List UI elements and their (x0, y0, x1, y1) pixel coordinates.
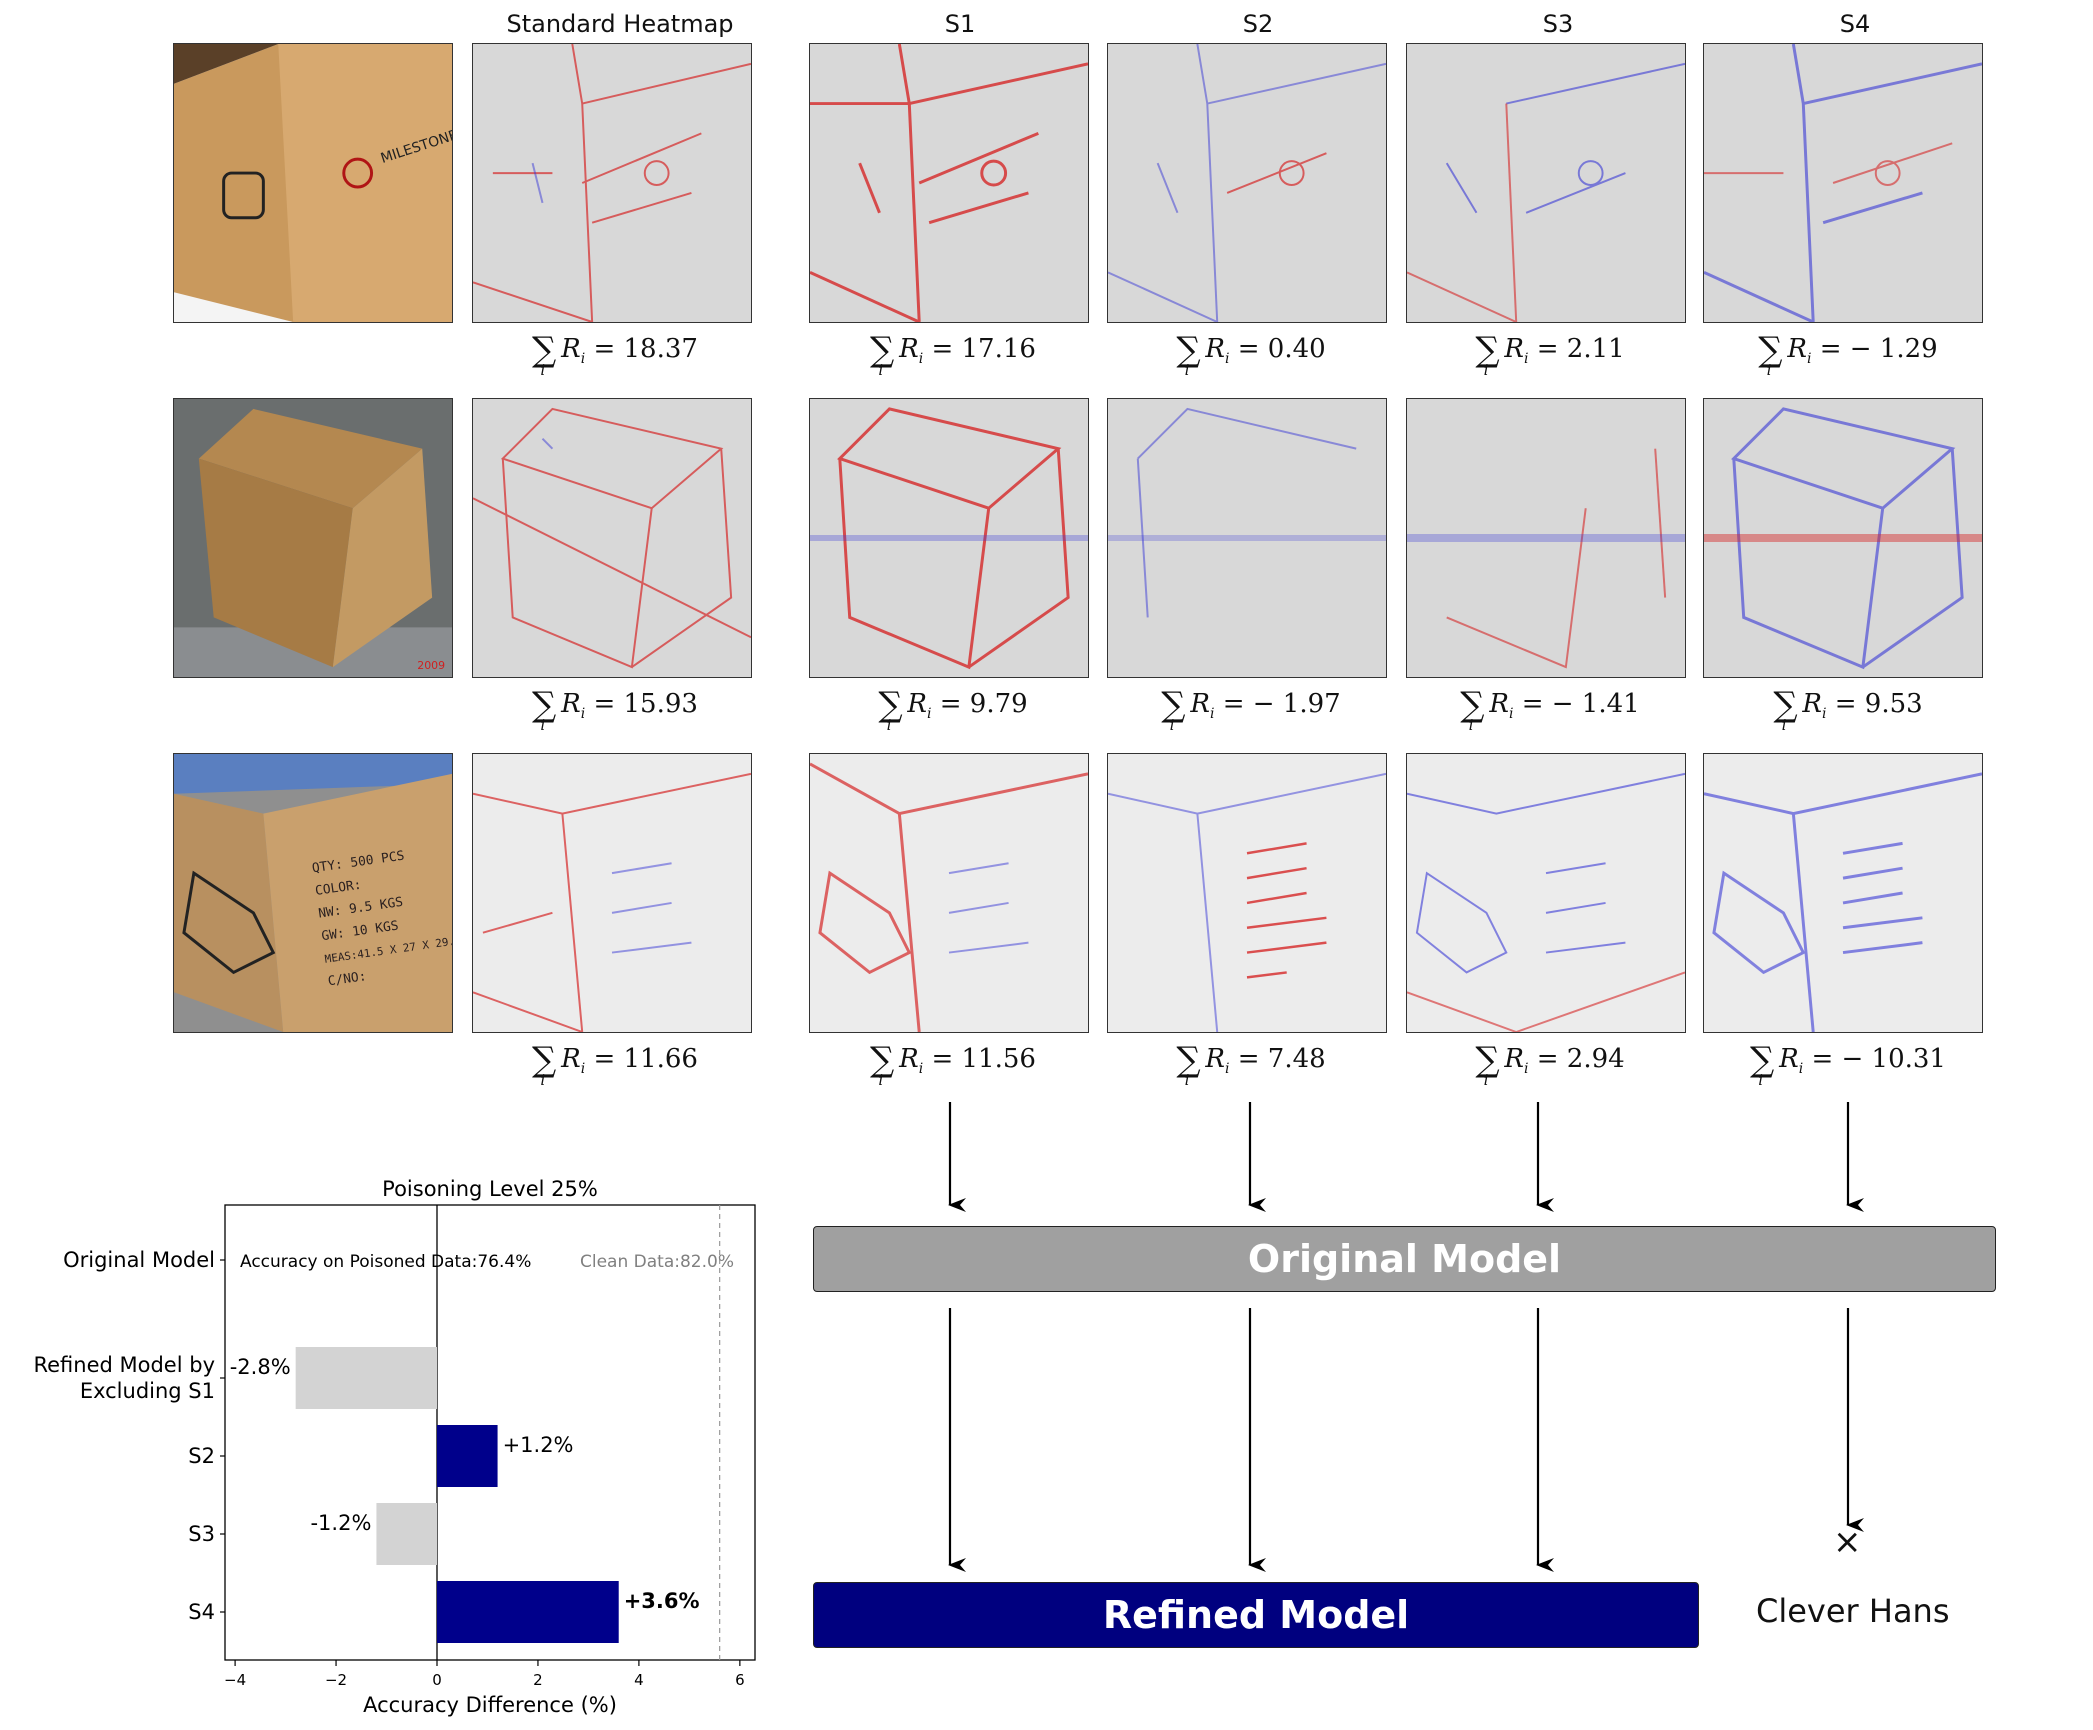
header-standard-heatmap: Standard Heatmap (506, 10, 734, 38)
clean-accuracy-annotation: Clean Data:82.0% (580, 1252, 734, 1272)
heatmap-r2-s2 (1107, 398, 1387, 678)
x-tick-label: −4 (224, 1671, 246, 1689)
header-s1: S1 (944, 10, 976, 38)
sum-r2-s3: ∑iRi = − 1.41 (1460, 685, 1640, 734)
sum-r3-s1: ∑iRi = 11.56 (870, 1040, 1036, 1089)
heatmap-r3-s2 (1107, 753, 1387, 1033)
sum-r1-s2: ∑iRi = 0.40 (1176, 330, 1326, 379)
heatmap-r2-s4 (1703, 398, 1983, 678)
x-axis-label: Accuracy Difference (%) (363, 1693, 617, 1717)
chart-title: Poisoning Level 25% (382, 1177, 598, 1201)
heatmap-r1-s2 (1107, 43, 1387, 323)
bar-1 (295, 1347, 437, 1409)
heatmap-r1-s3 (1406, 43, 1686, 323)
sum-r2-s2: ∑iRi = − 1.97 (1161, 685, 1341, 734)
accuracy-bar-chart: Poisoning Level 25% Original ModelRefine… (33, 1177, 756, 1717)
bar-value-label: +1.2% (503, 1433, 574, 1457)
heatmap-r1-s1 (809, 43, 1089, 323)
heatmap-r2-s1 (809, 398, 1089, 678)
header-s4: S4 (1839, 10, 1871, 38)
bar-3 (376, 1503, 437, 1565)
sum-r3-s4: ∑iRi = − 10.31 (1750, 1040, 1946, 1089)
svg-text:C/NO:: C/NO: (327, 969, 368, 989)
y-tick-label: S2 (188, 1444, 215, 1468)
y-tick-label: Original Model (63, 1248, 215, 1272)
heatmap-r1-s4 (1703, 43, 1983, 323)
photo-box-3: QTY: 500 PCS COLOR: NW: 9.5 KGS GW: 10 K… (173, 753, 453, 1033)
sum-r1-s1: ∑iRi = 17.16 (870, 330, 1036, 379)
y-tick-label: S3 (188, 1522, 215, 1546)
bar-value-label: -1.2% (310, 1511, 371, 1535)
plot-frame (224, 1204, 756, 1661)
svg-text:COLOR:: COLOR: (314, 878, 362, 899)
photo-box-2: 2009 (173, 398, 453, 678)
header-s3: S3 (1542, 10, 1574, 38)
bar-4 (437, 1581, 619, 1643)
sum-r1-s4: ∑iRi = − 1.29 (1758, 330, 1938, 379)
bar-value-label: -2.8% (230, 1355, 291, 1379)
clever-hans-label: Clever Hans (1756, 1592, 1950, 1630)
sum-r3-s3: ∑iRi = 2.94 (1475, 1040, 1625, 1089)
heatmap-r2-s3 (1406, 398, 1686, 678)
sum-r2-standard: ∑iRi = 15.93 (532, 685, 698, 734)
header-s2: S2 (1242, 10, 1274, 38)
y-tick-label: S4 (188, 1600, 215, 1624)
heatmap-r3-standard (472, 753, 752, 1033)
bar-2 (437, 1425, 498, 1487)
heatmap-r3-s4 (1703, 753, 1983, 1033)
x-tick-label: −2 (325, 1671, 347, 1689)
sum-r1-s3: ∑iRi = 2.11 (1475, 330, 1625, 379)
sum-r2-s4: ∑iRi = 9.53 (1773, 685, 1923, 734)
heatmap-r2-standard (472, 398, 752, 678)
sum-r1-standard: ∑iRi = 18.37 (532, 330, 698, 379)
original-model-box: Original Model (813, 1226, 1996, 1292)
refined-model-box: Refined Model (813, 1582, 1699, 1648)
heatmap-r3-s1 (809, 753, 1089, 1033)
x-tick-label: 2 (533, 1671, 543, 1689)
cross-icon: × (1833, 1522, 1862, 1562)
x-tick-label: 4 (634, 1671, 644, 1689)
bar-value-label: +3.6% (624, 1589, 700, 1613)
x-tick-label: 6 (735, 1671, 745, 1689)
sum-r2-s1: ∑iRi = 9.79 (878, 685, 1028, 734)
heatmap-r3-s3 (1406, 753, 1686, 1033)
heatmap-r1-standard (472, 43, 752, 323)
x-tick-label: 0 (432, 1671, 442, 1689)
photo-box-1: MILESTONE (173, 43, 453, 323)
sum-r3-standard: ∑iRi = 11.66 (532, 1040, 698, 1089)
photo-box-1-image: MILESTONE (174, 44, 452, 322)
svg-text:2009: 2009 (417, 659, 445, 672)
sum-r3-s2: ∑iRi = 7.48 (1176, 1040, 1326, 1089)
poisoned-accuracy-annotation: Accuracy on Poisoned Data:76.4% (240, 1252, 531, 1272)
